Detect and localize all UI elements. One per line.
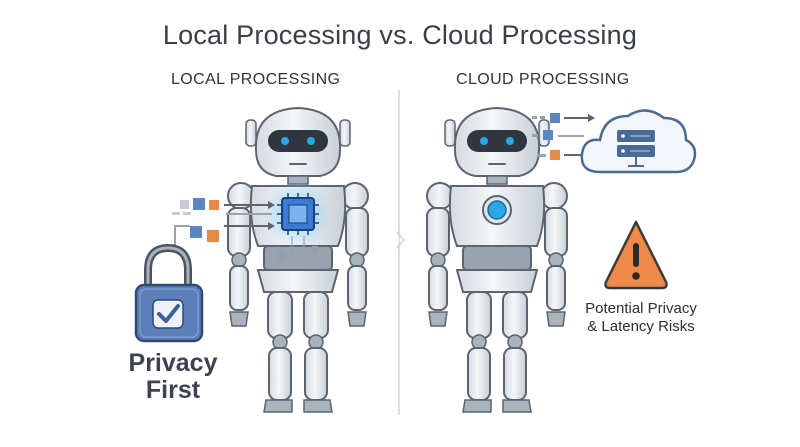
cloud-server-icon (580, 109, 697, 174)
cloud-heading: CLOUD PROCESSING (456, 71, 630, 88)
data-blocks-icon (532, 113, 560, 160)
section-divider (396, 90, 405, 415)
local-heading: LOCAL PROCESSING (171, 71, 341, 88)
arrow-icon (174, 201, 275, 248)
risk-line-2: & Latency Risks (587, 318, 695, 335)
risk-line-1: Potential Privacy (585, 300, 697, 317)
warning-icon (604, 220, 668, 290)
chip-icon (277, 193, 319, 235)
privacy-line-2: First (145, 376, 201, 404)
data-blocks-icon (172, 198, 219, 242)
check-icon (152, 299, 184, 329)
cloud-robot (426, 107, 568, 413)
risk-label: Potential Privacy & Latency Risks (566, 300, 716, 336)
privacy-line-1: Privacy (128, 349, 218, 377)
page-title: Local Processing vs. Cloud Processing (162, 20, 638, 50)
local-robot (227, 107, 369, 413)
privacy-first-label: Privacy First (118, 350, 228, 404)
